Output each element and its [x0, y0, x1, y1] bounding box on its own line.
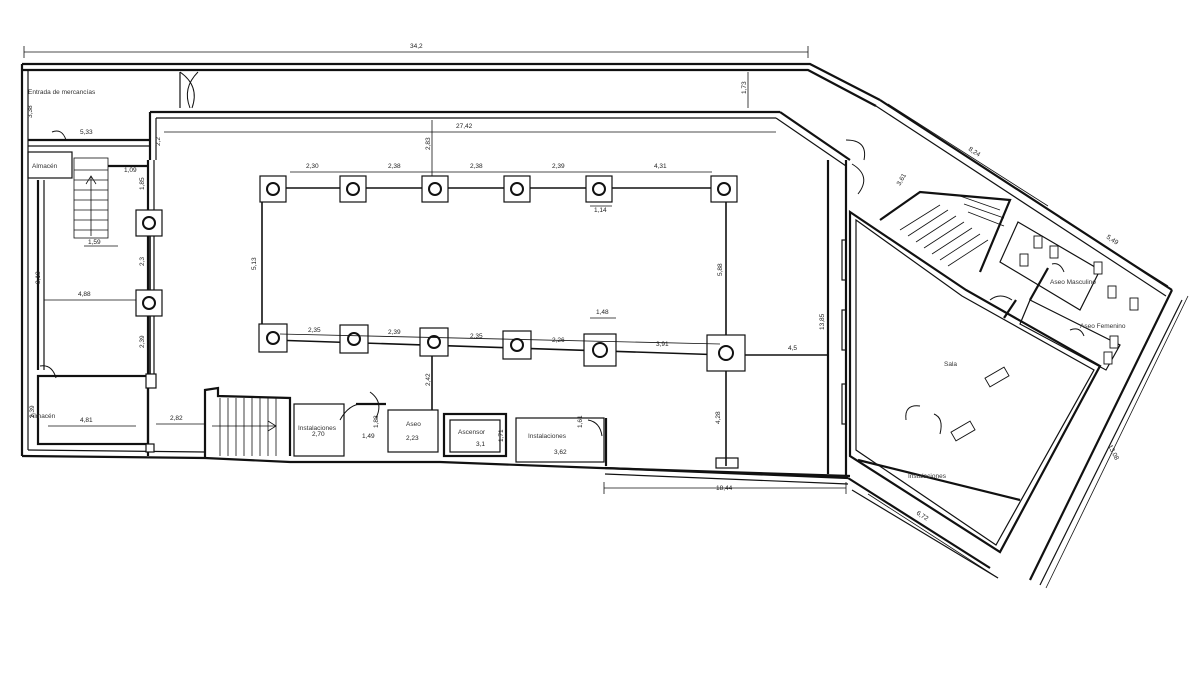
column	[258, 323, 288, 353]
column	[502, 330, 532, 360]
dim-left-h3: 2,39	[139, 335, 146, 348]
column	[503, 175, 531, 203]
dim-right-gap: 4,5	[788, 345, 797, 352]
column	[421, 175, 449, 203]
dim-almacen-w: 4,81	[80, 417, 93, 424]
column	[706, 334, 746, 372]
dim-top-right: 1,73	[741, 81, 748, 94]
dim-bot-span-4: 2,26	[552, 337, 565, 344]
dim-v-242: 2,42	[425, 373, 432, 386]
dim-wing-small: 3,61	[896, 172, 909, 187]
column	[259, 175, 287, 203]
service-rooms	[203, 386, 608, 466]
dim-top-span-2: 2,38	[388, 163, 401, 170]
column	[585, 175, 613, 203]
dimension-lines	[23, 46, 1189, 589]
dim-bot-span-3: 2,35	[470, 333, 483, 340]
room-label-sala: Sala	[944, 361, 957, 368]
dim-bot-span-5: 3,91	[656, 341, 669, 348]
dim-inst-h2: 1,61	[577, 415, 584, 428]
dim-stair-w: 1,59	[88, 239, 101, 246]
left-rooms	[27, 151, 155, 456]
dim-small-w: 1,09	[124, 167, 137, 174]
dim-right-h: 5,88	[717, 263, 724, 276]
dim-door-w: 1,49	[362, 433, 375, 440]
dim-v-428: 4,28	[715, 411, 722, 424]
dim-inst-w2: 3,62	[554, 449, 567, 456]
dim-top-span-4: 2,39	[552, 163, 565, 170]
dim-top-span-1: 2,30	[306, 163, 319, 170]
dim-bot-span-2: 2,39	[388, 329, 401, 336]
room-label-instalaciones-1: Instalaciones	[298, 425, 337, 432]
column	[339, 175, 367, 203]
dimension-labels: 34,2 27,42 1,73 2,83 3,38 5,33 2,2 1,09 …	[27, 43, 1120, 523]
room-label-aseo-femenino: Aseo Femenino	[1080, 323, 1126, 330]
column	[135, 209, 163, 237]
hall-right-wall	[826, 139, 866, 476]
dim-bot-span-1: 2,35	[308, 327, 321, 334]
dim-inst-w1: 2,70	[312, 431, 325, 438]
room-label-aseo: Aseo	[406, 421, 421, 428]
room-label-instalaciones-3: Instalaciones	[908, 473, 947, 480]
room-label-almacen-bottom: Almacén	[30, 413, 56, 420]
dim-top-span-5: 4,31	[654, 163, 667, 170]
dim-interior-length: 27,42	[456, 123, 473, 130]
room-label-almacen-top: Almacén	[32, 163, 58, 170]
dim-grid-h: 5,13	[251, 257, 258, 270]
dim-left-h2: 2,3	[139, 257, 146, 266]
dim-left-w: 4,88	[78, 291, 91, 298]
column	[135, 289, 163, 317]
dim-hall-h: 13,85	[819, 313, 826, 330]
room-label-ascensor: Ascensor	[458, 429, 486, 436]
dim-left-h1: 1,85	[139, 177, 146, 190]
entrance-zone	[28, 71, 851, 167]
column	[339, 324, 369, 354]
dim-almacen-h: 2,39	[29, 405, 36, 418]
dim-total-length: 34,2	[410, 43, 423, 50]
column	[583, 333, 617, 367]
column	[419, 327, 449, 357]
dim-bottom-len: 18,44	[716, 485, 733, 492]
dim-entrance-h: 3,38	[27, 105, 34, 118]
dim-left-tall: 8,18	[35, 271, 42, 284]
room-labels: Entrada de mercancías Almacén Almacén In…	[28, 89, 1126, 480]
room-label-instalaciones-2: Instalaciones	[528, 433, 567, 440]
dim-corridor: 2,82	[170, 415, 183, 422]
dim-top-mid: 2,83	[425, 137, 432, 150]
dim-aseo-w: 2,23	[406, 435, 419, 442]
outer-walls	[20, 62, 881, 485]
room-label-aseo-masculino: Aseo Masculino	[1050, 279, 1096, 286]
dim-col-w-top: 1,14	[594, 207, 607, 214]
room-label-entrada: Entrada de mercancías	[28, 89, 96, 96]
dim-wing-side: 5,49	[1105, 234, 1120, 247]
columns	[135, 175, 746, 453]
dim-door-h: 1,88	[373, 415, 380, 428]
dim-top-span-3: 2,38	[470, 163, 483, 170]
dim-entrance-w: 5,33	[80, 129, 93, 136]
dim-small-gap: 2,2	[155, 137, 162, 146]
right-wing	[847, 99, 1183, 586]
dim-asc-h: 1,71	[498, 429, 505, 442]
dim-col-w-bot: 1,48	[596, 309, 609, 316]
column	[710, 175, 738, 203]
dim-asc-w: 3,1	[476, 441, 485, 448]
